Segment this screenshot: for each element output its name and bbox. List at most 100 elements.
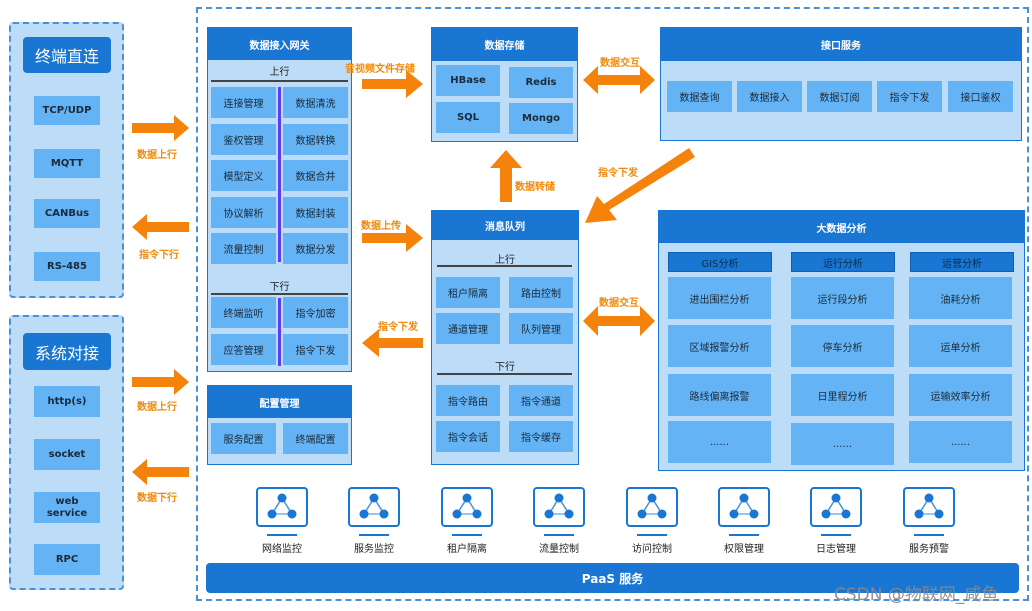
arrow-left-data-down — [132, 459, 189, 485]
protocol-mqtt: MQTT — [34, 149, 100, 178]
bigdata-col0-title: GIS分析 — [668, 252, 772, 272]
gateway-title: 数据接入网关 — [208, 28, 351, 60]
protocol-webservice: web service — [34, 492, 100, 523]
network-triangle-icon — [810, 487, 862, 527]
mq-down-label: 下行 — [495, 362, 515, 373]
bigdata-col2-item-1: 运单分析 — [909, 325, 1012, 367]
network-triangle-icon — [626, 487, 678, 527]
mq-down-item-3: 指令缓存 — [509, 421, 573, 452]
paas-service-flow-control: 流量控制 — [539, 544, 579, 555]
mq-down-item-0: 指令路由 — [436, 385, 500, 416]
gateway-up-separator — [278, 87, 281, 262]
label-data-up-2: 数据上行 — [137, 402, 177, 413]
label-data-down: 数据下行 — [137, 493, 177, 504]
arrow-right-data-up-1 — [132, 115, 189, 141]
interface-item-4: 接口鉴权 — [948, 81, 1013, 112]
network-triangle-icon — [441, 487, 493, 527]
label-data-exchange-mid: 数据交互 — [599, 298, 639, 309]
gateway-down-right-1: 指令下发 — [283, 334, 348, 365]
gateway-up-left-4: 流量控制 — [211, 233, 276, 264]
protocol-tcp-udp: TCP/UDP — [34, 96, 100, 125]
message-queue-title: 消息队列 — [432, 211, 578, 240]
mq-up-label: 上行 — [495, 255, 515, 266]
bigdata-col1-item-1: 停车分析 — [791, 325, 894, 367]
storage-hbase: HBase — [436, 65, 500, 96]
mq-up-item-3: 队列管理 — [509, 313, 573, 344]
protocol-socket: socket — [34, 439, 100, 470]
bigdata-col1-item-3: ...... — [791, 423, 894, 465]
arrow-left-cmd-down-gateway — [362, 329, 423, 357]
storage-title: 数据存储 — [432, 28, 577, 61]
gateway-down-separator — [278, 298, 281, 366]
config-item-0: 服务配置 — [211, 423, 276, 454]
gateway-down-divider — [211, 293, 348, 295]
paas-service-permission-mgmt: 权限管理 — [724, 544, 764, 555]
bigdata-col1-item-2: 日里程分析 — [791, 374, 894, 416]
paas-underline — [359, 534, 389, 536]
mq-up-item-0: 租户隔离 — [436, 277, 500, 308]
paas-underline — [544, 534, 574, 536]
label-av-storage: 音视频文件存储 — [345, 64, 415, 75]
bigdata-col0-item-2: 路线偏离报警 — [668, 374, 771, 416]
bigdata-col1-title: 运行分析 — [791, 252, 895, 272]
arrow-up-data-transfer — [490, 150, 522, 202]
gateway-up-right-2: 数据合并 — [283, 160, 348, 191]
arrow-diagonal-cmd-down — [585, 148, 695, 223]
paas-service-network-monitor: 网络监控 — [262, 544, 302, 555]
bigdata-col0-item-0: 进出围栏分析 — [668, 277, 771, 319]
big-data-title: 大数据分析 — [659, 211, 1024, 243]
paas-bar: PaaS 服务 — [206, 563, 1019, 593]
label-cmd-down-diag: 指令下发 — [598, 168, 638, 179]
gateway-up-right-4: 数据分发 — [283, 233, 348, 264]
mq-up-divider — [437, 265, 572, 267]
bigdata-col2-item-0: 油耗分析 — [909, 277, 1012, 319]
mq-down-item-2: 指令会话 — [436, 421, 500, 452]
gateway-up-right-1: 数据转换 — [283, 124, 348, 155]
protocol-canbus: CANBus — [34, 199, 100, 228]
gateway-down-left-1: 应答管理 — [211, 334, 276, 365]
mq-up-item-1: 路由控制 — [509, 277, 573, 308]
arrow-bidirectional-top — [583, 66, 655, 94]
storage-sql: SQL — [436, 102, 500, 133]
system-integration-title: 系统对接 — [23, 333, 111, 370]
paas-service-access-control: 访问控制 — [632, 544, 672, 555]
label-data-exchange-top: 数据交互 — [600, 58, 640, 69]
label-data-upload: 数据上传 — [361, 221, 401, 232]
watermark: CSDN @物联网_咸鱼 — [834, 585, 999, 605]
mq-up-item-2: 通道管理 — [436, 313, 500, 344]
paas-service-log-mgmt: 日志管理 — [816, 544, 856, 555]
protocol-rpc: RPC — [34, 544, 100, 575]
network-triangle-icon — [903, 487, 955, 527]
bigdata-col0-item-3: ...... — [668, 421, 771, 463]
gateway-up-right-3: 数据封装 — [283, 197, 348, 228]
bigdata-col0-item-1: 区域报警分析 — [668, 325, 771, 367]
interface-service-title: 接口服务 — [661, 28, 1021, 61]
gateway-up-left-2: 模型定义 — [211, 160, 276, 191]
arrow-left-cmd-down — [132, 214, 189, 240]
mq-down-divider — [437, 373, 572, 375]
bigdata-col2-item-2: 运输效率分析 — [909, 374, 1012, 416]
interface-item-0: 数据查询 — [667, 81, 732, 112]
network-triangle-icon — [256, 487, 308, 527]
interface-item-2: 数据订阅 — [807, 81, 872, 112]
config-item-1: 终端配置 — [283, 423, 348, 454]
paas-underline — [821, 534, 851, 536]
gateway-up-left-1: 鉴权管理 — [211, 124, 276, 155]
paas-underline — [729, 534, 759, 536]
arrow-bidirectional-mid — [583, 306, 655, 336]
gateway-up-right-0: 数据清洗 — [283, 87, 348, 118]
paas-service-service-monitor: 服务监控 — [354, 544, 394, 555]
bigdata-col2-title: 运营分析 — [910, 252, 1014, 272]
interface-item-1: 数据接入 — [737, 81, 802, 112]
network-triangle-icon — [533, 487, 585, 527]
network-triangle-icon — [718, 487, 770, 527]
gateway-up-divider — [211, 80, 348, 82]
label-data-up-1: 数据上行 — [137, 150, 177, 161]
paas-underline — [637, 534, 667, 536]
interface-item-3: 指令下发 — [877, 81, 942, 112]
paas-underline — [452, 534, 482, 536]
paas-service-service-alert: 服务预警 — [909, 544, 949, 555]
platform-container — [196, 7, 1029, 601]
paas-underline — [267, 534, 297, 536]
arrow-right-data-up-2 — [132, 369, 189, 395]
